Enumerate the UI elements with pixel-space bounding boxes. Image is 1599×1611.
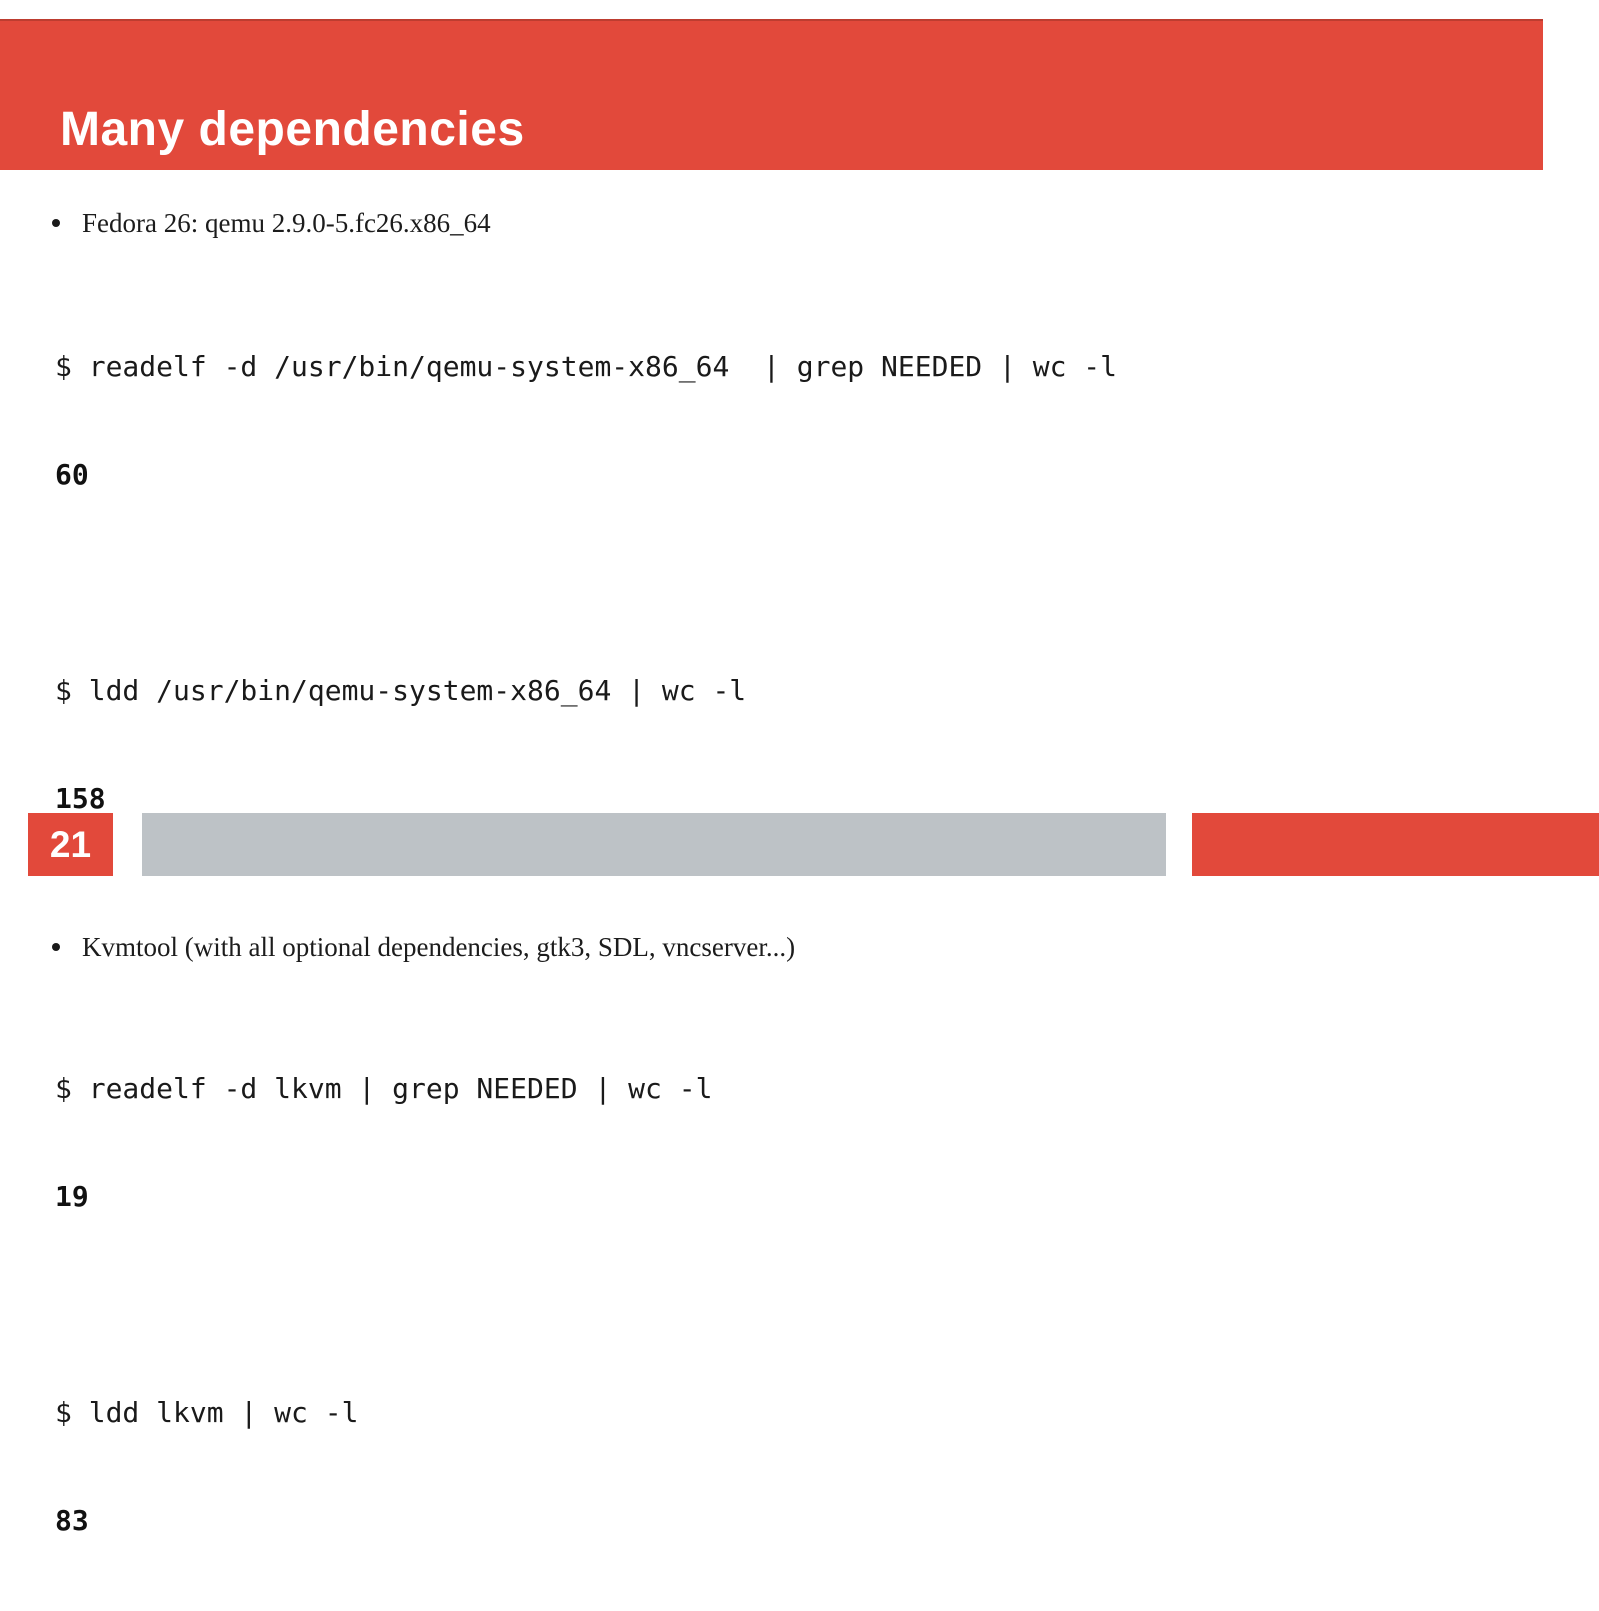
shell-command: $ readelf -d /usr/bin/qemu-system-x86_64… [55, 350, 1118, 383]
slide-body: Fedora 26: qemu 2.9.0-5.fc26.x86_64 $ re… [0, 170, 1599, 1611]
code-block-ldd-lkvm: $ ldd lkvm | wc -l 83 [55, 1323, 1599, 1611]
bullet-item-fedora-qemu: Fedora 26: qemu 2.9.0-5.fc26.x86_64 [52, 205, 1599, 241]
slide-title: Many dependencies [60, 103, 525, 156]
shell-command: $ ldd /usr/bin/qemu-system-x86_64 | wc -… [55, 674, 747, 707]
footer-red-bar [1192, 813, 1599, 876]
presentation-slide: Many dependencies Fedora 26: qemu 2.9.0-… [0, 19, 1599, 1537]
page-number-badge: 21 [28, 813, 113, 876]
shell-output: 60 [55, 458, 89, 491]
slide-header: Many dependencies [0, 19, 1543, 170]
shell-command: $ readelf -d lkvm | grep NEEDED | wc -l [55, 1072, 713, 1105]
code-block-ldd-qemu: $ ldd /usr/bin/qemu-system-x86_64 | wc -… [55, 601, 1599, 889]
footer-gray-bar [142, 813, 1166, 876]
code-block-readelf-lkvm: $ readelf -d lkvm | grep NEEDED | wc -l … [55, 999, 1599, 1287]
shell-command: $ ldd lkvm | wc -l [55, 1396, 359, 1429]
shell-output: 83 [55, 1504, 89, 1537]
code-block-readelf-qemu: $ readelf -d /usr/bin/qemu-system-x86_64… [55, 277, 1599, 565]
bullet-item-kvmtool: Kvmtool (with all optional dependencies,… [52, 929, 1599, 965]
bullet-text: Fedora 26: qemu 2.9.0-5.fc26.x86_64 [82, 208, 491, 238]
bullet-dot [52, 219, 60, 227]
shell-output: 158 [55, 782, 106, 815]
bullet-dot [52, 943, 60, 951]
shell-output: 19 [55, 1180, 89, 1213]
bullet-text: Kvmtool (with all optional dependencies,… [82, 932, 796, 962]
